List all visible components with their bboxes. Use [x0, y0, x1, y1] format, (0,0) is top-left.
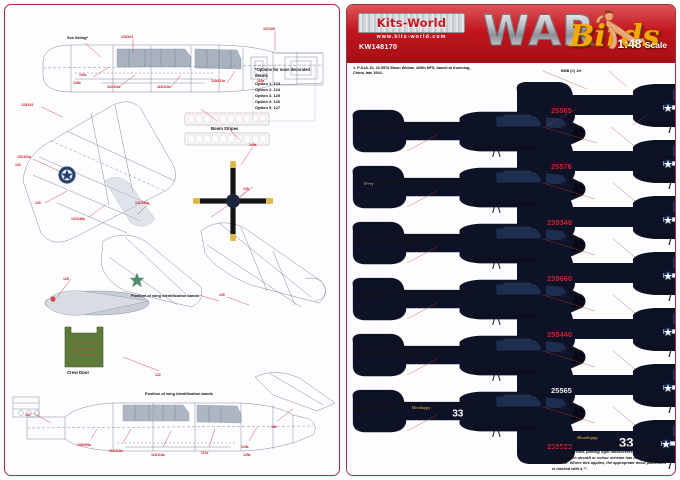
annotation-110-111a: 110/111a: [107, 85, 121, 89]
profile-top-label-2: BMB (C) Jet: [561, 125, 582, 129]
profile-top-label-3: BMB (C) Jet: [561, 181, 582, 185]
annotation-131-132a: 131/132a: [135, 201, 149, 205]
profile-caption-5: 5. P-61A-10, 42-5540 Double Trouble, 422…: [353, 289, 470, 300]
svg-text:33: 33: [452, 409, 464, 420]
nose-art-options-box: *Options for nose decorated decals Optio…: [255, 67, 315, 111]
svg-text:Moonhappy: Moonhappy: [576, 435, 598, 440]
series-title-war: WAR: [482, 6, 596, 55]
svg-text:255440: 255440: [547, 330, 572, 339]
annotation-117a: 117a: [201, 451, 209, 455]
option-item: Option 4. 126: [255, 99, 281, 104]
options-header: *Options for nose decorated decals: [255, 67, 311, 78]
svg-text:239660: 239660: [547, 274, 572, 283]
callout-6: 6: [605, 223, 607, 227]
annotation-105-106a: 105/106a: [77, 443, 91, 447]
option-item: Option 3. 125: [255, 93, 281, 98]
annotation-122: 122: [155, 373, 161, 377]
svg-text:25576: 25576: [551, 162, 572, 171]
annotation-128: 128: [63, 277, 69, 281]
label-see-listing: See listing*: [67, 35, 88, 40]
annotation-127: 127: [25, 413, 31, 417]
label-wing-id-bands-lower: Position of wing identification bands: [145, 391, 213, 396]
svg-text:239533: 239533: [547, 442, 572, 451]
annotation-103-104: 103/104: [121, 35, 133, 39]
svg-text:239348: 239348: [547, 218, 572, 227]
brand-name: Kits-World: [376, 16, 447, 30]
annotation-137-138a: 137/138a: [71, 217, 85, 221]
option-item: Option 1. 123: [255, 81, 281, 86]
profile-top-label-5: BMB (C) Jet: [561, 293, 582, 297]
profiles-body: 25565 25576 239348 239660 Skipper 255440…: [347, 63, 675, 475]
profile-top-label-6: BMB (C) Jet: [561, 349, 582, 353]
svg-text:Moonhappy: Moonhappy: [411, 406, 431, 410]
callout-13: 13: [539, 447, 543, 451]
brand-website: www.kits-world.com: [376, 34, 447, 40]
profile-top-label-1: BMB (C) Jet: [561, 69, 582, 73]
callout-4: 4: [605, 167, 607, 171]
annotation-107-108: 107/108: [263, 27, 275, 31]
annotation-101a: 101a: [79, 73, 87, 77]
profile-caption-7: 7. P-61B-1, 42-39533 Husslin Hussy, 422n…: [353, 401, 476, 412]
scale-word: Scale: [644, 40, 667, 50]
option-item: Option 2. 124: [255, 87, 281, 92]
annotation-133-134: 133/134: [21, 103, 33, 107]
callout-11: 11: [539, 391, 543, 395]
profile-top-label-7: BMB (C) Jet: [561, 405, 582, 409]
annotation-109b: 109b: [73, 81, 81, 85]
callout-9: 9: [539, 335, 541, 339]
label-wing-id-bands-upper: Position of wing identification bands: [131, 293, 199, 298]
left-page-body: *Options for nose decorated decals Optio…: [5, 5, 339, 475]
svg-text:33: 33: [619, 435, 633, 450]
option-item: Option 5. 127: [255, 105, 281, 110]
annotation-139: 139: [243, 187, 249, 191]
callout-1: 1: [539, 111, 541, 115]
annotation-140a: 140a: [249, 143, 257, 147]
callout-3: 3: [539, 167, 541, 171]
annotation-101-102a: 101/102a: [17, 155, 31, 159]
colour-note-black: Black: [659, 155, 669, 159]
callout-14: 14: [605, 447, 609, 451]
profile-caption-2: 2. P-61A-10, 42-5576 Sleepy Time Gal, 42…: [353, 121, 458, 132]
left-page-technical-drawings: *Options for nose decorated decals Optio…: [4, 4, 340, 476]
callout-10: 10: [605, 335, 609, 339]
callout-2: 2: [605, 111, 607, 115]
scale-number: 1:48: [617, 37, 642, 51]
annotation-130: 130: [15, 163, 21, 167]
callout-7: 7: [539, 279, 541, 283]
product-code: KW148170: [359, 42, 398, 51]
callout-8: 8: [605, 279, 607, 283]
brand-logo: Kits-World www.kits-world.com KW148170: [358, 13, 465, 51]
profile-caption-1: 1. P-61A-10, 42-5574 Moon Widow, 426th N…: [353, 65, 471, 76]
annotation-125a: 125a: [243, 453, 251, 457]
annotation-116a: 116a: [257, 79, 265, 83]
technical-line-drawings: [12, 31, 336, 452]
callout-5: 5: [539, 223, 541, 227]
svg-text:Sleepy: Sleepy: [364, 182, 374, 186]
annotation-135: 135: [219, 293, 225, 297]
svg-text:25565: 25565: [551, 106, 572, 115]
annotation-112-113a: 112/113a: [109, 449, 123, 453]
profile-caption-4: 4. P-61A-10, 42-39660 Swing Shift Skippe…: [353, 233, 467, 244]
scale-badge: 1:48 Scale: [617, 37, 667, 51]
profile-top-label-4: BMB (C) Jet: [561, 237, 582, 241]
annotation-129: 129: [35, 201, 41, 205]
label-crew-door: Crew Door: [67, 370, 90, 375]
label-boom-stripes: Boom Stripes: [211, 126, 239, 131]
annotation-136: 136: [271, 425, 277, 429]
pinup-girl-icon: [595, 10, 646, 50]
annotation-118-119a: 118/119a: [157, 85, 171, 89]
callout-12: 12: [605, 391, 609, 395]
header-banner: Kits-World www.kits-world.com KW148170 W…: [347, 5, 675, 63]
annotation-114-115a: 114/115a: [151, 453, 165, 457]
profile-caption-6: 6. P-61B-1, 42-39533, Husslin Hussy / Mo…: [353, 345, 467, 356]
right-page-colour-profiles: Kits-World www.kits-world.com KW148170 W…: [346, 4, 676, 476]
annotation-120-121a: 120/121a: [211, 79, 225, 83]
svg-text:25565: 25565: [551, 386, 572, 395]
profile-caption-3: 3. P-61A-10, 42-39348 Black Jack, 426th …: [353, 177, 468, 188]
aircraft-profiles-svg: 25565 25576 239348 239660 Skipper 255440…: [351, 70, 675, 470]
annotation-123a: 123a: [241, 445, 249, 449]
brand-logo-plate: Kits-World: [358, 13, 465, 33]
placement-disclaimer: Please note in instances where a silhoue…: [552, 443, 669, 471]
